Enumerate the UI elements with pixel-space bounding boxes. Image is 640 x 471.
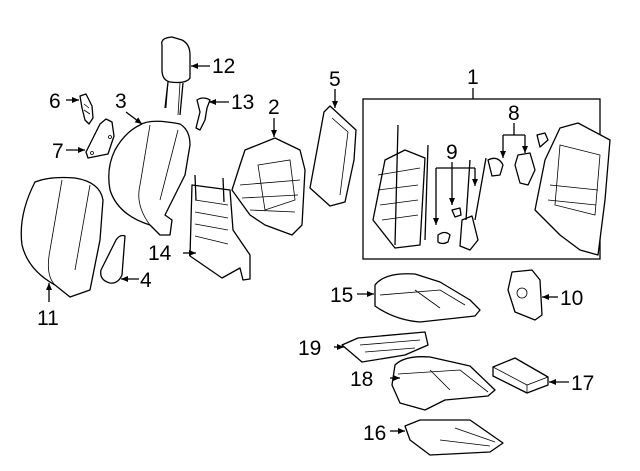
callout-11: 11 [37,307,59,330]
part-seat-cushion-pad[interactable] [391,356,496,411]
part-heater-mat[interactable] [341,331,429,363]
part-mounting-plate[interactable] [85,118,115,159]
part-rear-back-panel[interactable] [309,105,357,207]
callout-7: 7 [52,140,64,163]
part-small-bracket[interactable] [79,93,94,125]
callout-10: 10 [560,287,583,310]
part-motor-set[interactable] [437,157,487,251]
part-seat-back-frame[interactable] [231,137,306,236]
part-side-trim[interactable] [100,234,126,284]
callout-19: 19 [298,337,321,360]
callout-6: 6 [49,90,61,113]
callout-2: 2 [268,96,280,119]
part-seat-cushion-pan[interactable] [404,419,504,456]
callout-8: 8 [508,102,520,125]
callout-14: 14 [148,242,172,265]
callout-9: 9 [446,141,458,164]
part-seat-back-cushion[interactable] [108,120,191,236]
part-headrest-guide[interactable] [195,97,211,131]
part-seat-back-cover[interactable] [20,176,104,298]
part-actuator-set[interactable] [487,132,549,186]
part-frame-inner-left[interactable] [372,124,429,249]
callout-13: 13 [231,91,254,114]
callout-15: 15 [330,284,353,307]
callout-12: 12 [212,55,235,78]
callout-4: 4 [140,269,152,292]
part-frame-inner-right[interactable] [534,122,611,256]
part-lumbar-support[interactable] [189,174,251,281]
callout-1: 1 [467,66,479,89]
part-heater-pad[interactable] [492,357,549,394]
part-control-module[interactable] [507,269,543,321]
part-seat-cushion-cover[interactable] [374,273,481,323]
callout-5: 5 [329,68,341,91]
callout-16: 16 [363,422,386,445]
part-headrest[interactable] [161,36,191,116]
callout-3: 3 [115,90,127,113]
callout-17: 17 [571,372,594,395]
leaders [46,63,569,434]
callout-18: 18 [350,368,373,391]
